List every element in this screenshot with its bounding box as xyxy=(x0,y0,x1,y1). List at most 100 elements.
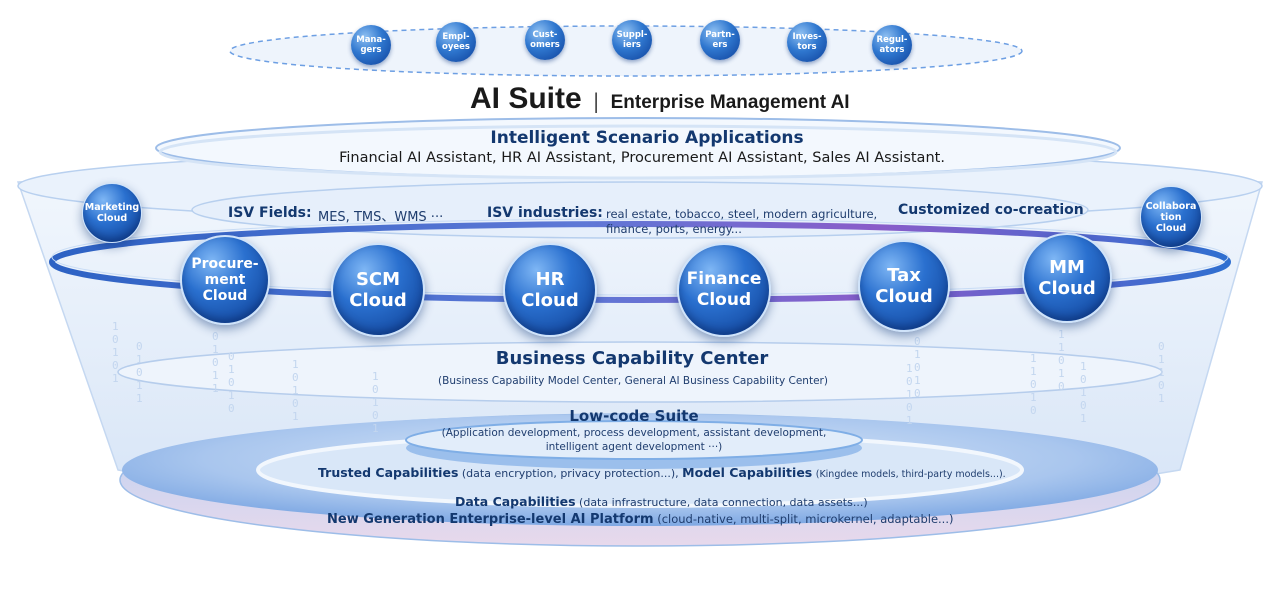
binary-digit: 1 xyxy=(1080,360,1087,373)
binary-digit: 0 xyxy=(292,371,299,384)
binary-digit: 0 xyxy=(1030,378,1037,391)
finance-cloud-sphere: Finance Cloud xyxy=(677,243,771,337)
binary-digit: 1 xyxy=(228,363,235,376)
binary-digit: 0 xyxy=(372,383,379,396)
data-capabilities-label: Data Capabilities xyxy=(455,494,576,509)
binary-digit: 1 xyxy=(1080,386,1087,399)
binary-digit: 0 xyxy=(228,402,235,415)
binary-digit: 1 xyxy=(372,422,379,435)
isv-fields-value: MES, TMS、WMS ··· xyxy=(318,210,444,225)
mm-cloud-sphere: MM Cloud xyxy=(1022,233,1112,323)
business-capability-disc xyxy=(117,341,1163,403)
isv-fields-label: ISV Fields: xyxy=(228,205,312,221)
binary-digit: 1 xyxy=(228,389,235,402)
binary-digit: 1 xyxy=(372,396,379,409)
stakeholder-customers: Cust- omers xyxy=(525,20,565,60)
cloud-ring xyxy=(49,221,1231,303)
binary-digit: 0 xyxy=(1058,380,1065,393)
binary-digit: 1 xyxy=(1058,367,1065,380)
binary-digit: 0 xyxy=(228,376,235,389)
binary-digit: 0 xyxy=(228,350,235,363)
binary-digit: 0 xyxy=(112,359,119,372)
binary-digit: 0 xyxy=(1058,354,1065,367)
hr-cloud-sphere: HR Cloud xyxy=(503,243,597,337)
binary-digit: 0 xyxy=(212,330,219,343)
binary-digit: 0 xyxy=(136,366,143,379)
stakeholder-investors: Inves- tors xyxy=(787,22,827,62)
binary-digit: 1 xyxy=(1058,341,1065,354)
binary-digit: 1 xyxy=(136,379,143,392)
binary-digit: 0 xyxy=(914,387,921,400)
stakeholder-employees: Empl- oyees xyxy=(436,22,476,62)
binary-digit: 1 xyxy=(906,362,913,375)
binary-digit: 0 xyxy=(1030,404,1037,417)
title-separator: | xyxy=(592,89,600,113)
binary-digit: 1 xyxy=(1058,328,1065,341)
suite-title: AI Suite | Enterprise Management AI xyxy=(470,82,850,116)
scenario-items: Financial AI Assistant, HR AI Assistant,… xyxy=(339,150,945,166)
data-capabilities-line: Data Capabilities (data infrastructure, … xyxy=(455,494,868,509)
isv-industries-line1: real estate, tobacco, steel, modern agri… xyxy=(606,207,878,221)
binary-digit: 0 xyxy=(914,335,921,348)
binary-digit: 1 xyxy=(112,320,119,333)
binary-digit: 1 xyxy=(1030,365,1037,378)
binary-digit: 1 xyxy=(914,374,921,387)
binary-digit: 0 xyxy=(1158,379,1165,392)
binary-digit: 0 xyxy=(1080,399,1087,412)
data-capabilities-detail: (data infrastructure, data connection, d… xyxy=(579,496,868,509)
binary-digit: 1 xyxy=(292,384,299,397)
binary-digit: 0 xyxy=(906,375,913,388)
binary-digit: 1 xyxy=(292,358,299,371)
title-subtitle: Enterprise Management AI xyxy=(610,92,850,113)
stakeholder-partners: Partn- ers xyxy=(700,20,740,60)
tax-cloud-sphere: Tax Cloud xyxy=(858,240,950,332)
platform-detail: (cloud-native, multi-split, microkernel,… xyxy=(657,512,954,526)
platform-label: New Generation Enterprise-level AI Platf… xyxy=(327,512,654,527)
binary-digit: 1 xyxy=(914,348,921,361)
model-capabilities-detail: (Kingdee models, third-party models...). xyxy=(815,469,1006,480)
binary-digit: 0 xyxy=(136,340,143,353)
model-capabilities-label: Model Capabilities xyxy=(682,465,813,480)
lowcode-title: Low-code Suite xyxy=(569,407,699,425)
binary-digit: 1 xyxy=(372,370,379,383)
lowcode-line1: (Application development, process develo… xyxy=(441,427,827,439)
trusted-capabilities-label: Trusted Capabilities xyxy=(318,465,459,480)
scm-cloud-sphere: SCM Cloud xyxy=(331,243,425,337)
binary-digit: 0 xyxy=(292,397,299,410)
binary-digit: 0 xyxy=(372,409,379,422)
stakeholder-suppliers: Suppl- iers xyxy=(612,20,652,60)
isv-industries-line2: finance, ports, energy... xyxy=(606,222,742,236)
binary-digit: 1 xyxy=(1030,352,1037,365)
binary-digit: 0 xyxy=(1158,340,1165,353)
business-capability-sub: (Business Capability Model Center, Gener… xyxy=(438,375,828,387)
isv-industries-label: ISV industries: xyxy=(487,205,603,221)
binary-digit: 1 xyxy=(1158,392,1165,405)
binary-digit: 0 xyxy=(112,333,119,346)
binary-digit: 1 xyxy=(292,410,299,423)
trusted-capabilities-line: Trusted Capabilities (data encryption, p… xyxy=(318,465,1006,480)
binary-digit: 1 xyxy=(1080,412,1087,425)
platform-line: New Generation Enterprise-level AI Platf… xyxy=(327,512,953,527)
binary-digit: 1 xyxy=(212,382,219,395)
binary-digit: 1 xyxy=(906,388,913,401)
lowcode-pedestal xyxy=(405,420,863,460)
binary-digit: 1 xyxy=(1158,353,1165,366)
binary-digit: 1 xyxy=(212,343,219,356)
marketing-cloud-sphere: Marketing Cloud xyxy=(82,183,142,243)
isv-cocreation: Customized co-creation xyxy=(898,202,1084,218)
collaboration-cloud-sphere: Collabora tion Cloud xyxy=(1140,186,1202,248)
scenario-title: Intelligent Scenario Applications xyxy=(490,128,804,148)
binary-digit: 0 xyxy=(914,361,921,374)
binary-digit: 1 xyxy=(906,414,913,427)
binary-digit: 0 xyxy=(212,356,219,369)
stakeholder-managers: Mana- gers xyxy=(351,25,391,65)
binary-digit: 1 xyxy=(112,346,119,359)
business-capability-title: Business Capability Center xyxy=(495,348,769,369)
binary-digit: 1 xyxy=(112,372,119,385)
lowcode-line2: intelligent agent development ···) xyxy=(545,441,723,453)
trusted-capabilities-detail: (data encryption, privacy protection...)… xyxy=(461,467,679,480)
title-main: AI Suite xyxy=(470,82,582,115)
binary-digit: 1 xyxy=(212,369,219,382)
procurement-cloud-sphere: Procure- ment Cloud xyxy=(180,235,270,325)
